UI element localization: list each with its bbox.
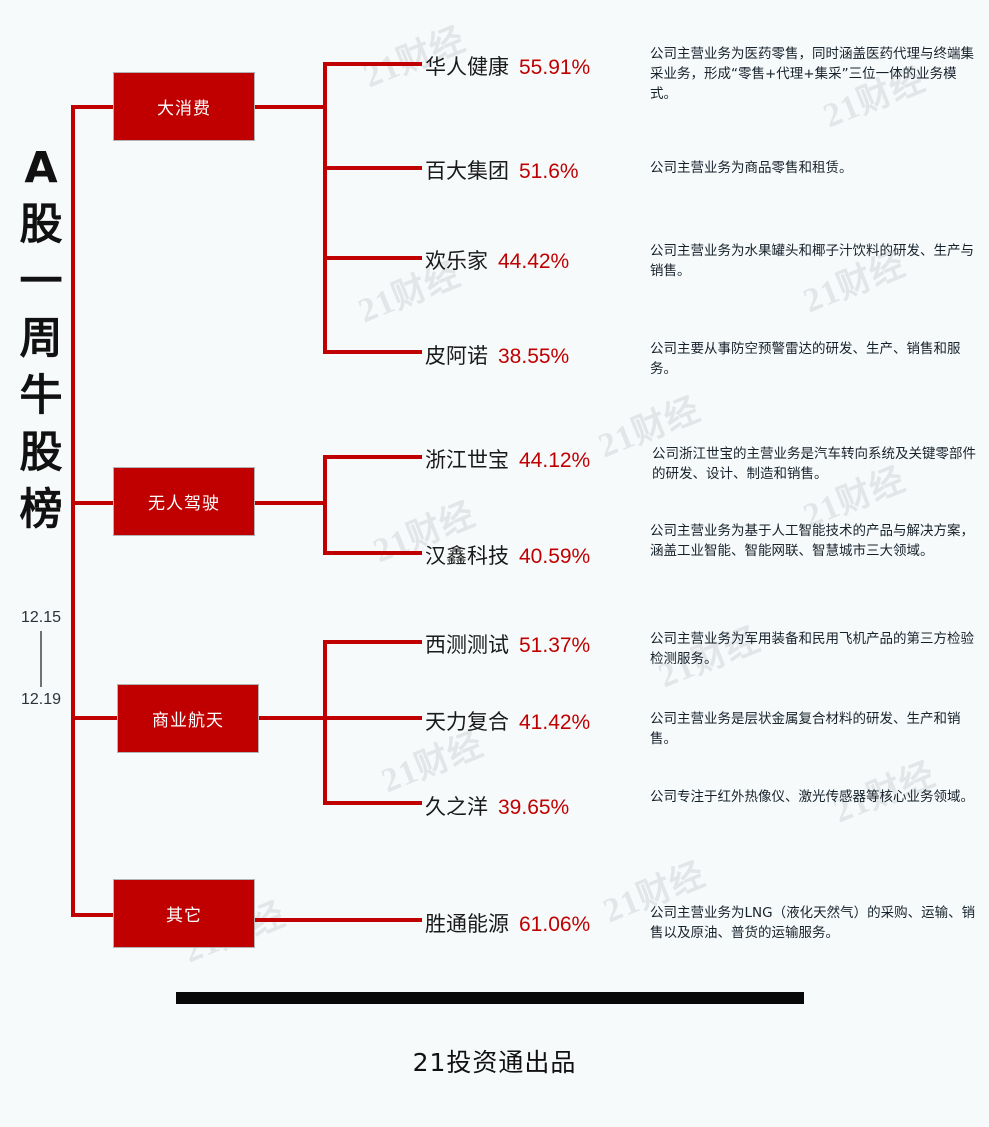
footer-credit: 21投资通出品 bbox=[412, 1048, 577, 1077]
group-connector-0 bbox=[255, 105, 327, 109]
company-pct: 51.6% bbox=[519, 160, 579, 183]
leaf-stem-1-1 bbox=[323, 551, 422, 555]
company-pct: 41.42% bbox=[519, 711, 591, 734]
leaf-desc-1-1: 公司主营业务为基于人工智能技术的产品与解决方案，涵盖工业智能、智能网联、智慧城市… bbox=[650, 523, 974, 559]
leaf-row-3-0[interactable]: 胜通能源 61.06% bbox=[425, 908, 590, 938]
leaf-row-2-0[interactable]: 西测测试 51.37% bbox=[425, 629, 590, 659]
title-char: 周 bbox=[19, 314, 63, 364]
leaf-row-0-1[interactable]: 百大集团 51.6% bbox=[425, 155, 579, 185]
category-box-1[interactable]: 无人驾驶 bbox=[113, 467, 255, 536]
date-range: 12.15 12.19 bbox=[8, 608, 74, 710]
company-pct: 44.12% bbox=[519, 449, 591, 472]
trunk-branch-1 bbox=[71, 105, 115, 109]
company-name: 浙江世宝 bbox=[425, 448, 509, 472]
title-char: 股 bbox=[19, 200, 63, 250]
leaf-row-0-3[interactable]: 皮阿诺 38.55% bbox=[425, 340, 569, 370]
footer-divider bbox=[176, 992, 804, 1004]
company-pct: 61.06% bbox=[519, 913, 591, 936]
category-label: 其它 bbox=[166, 906, 202, 926]
company-pct: 38.55% bbox=[498, 345, 570, 368]
category-label: 商业航天 bbox=[152, 711, 224, 731]
company-name: 皮阿诺 bbox=[425, 344, 488, 368]
date-range-start: 12.15 bbox=[20, 609, 62, 626]
group-spine-1 bbox=[323, 455, 327, 555]
leaf-row-0-0[interactable]: 华人健康 55.91% bbox=[425, 51, 590, 81]
leaf-desc-1-0: 公司浙江世宝的主营业务是汽车转向系统及关键零部件的研发、设计、制造和销售。 bbox=[652, 446, 976, 482]
trunk-branch-3 bbox=[71, 716, 119, 720]
category-box-3[interactable]: 其它 bbox=[113, 879, 255, 948]
group-spine-2 bbox=[323, 640, 327, 805]
leaf-stem-0-1 bbox=[323, 166, 422, 170]
category-label: 大消费 bbox=[157, 99, 211, 119]
date-range-divider bbox=[40, 631, 42, 687]
page-title: A 股 一 周 牛 股 榜 bbox=[8, 140, 74, 539]
leaf-row-2-2[interactable]: 久之洋 39.65% bbox=[425, 791, 569, 821]
leaf-desc-0-0: 公司主营业务为医药零售，同时涵盖医药代理与终端集采业务，形成“零售+代理+集采”… bbox=[650, 46, 974, 102]
company-name: 天力复合 bbox=[425, 710, 509, 734]
company-name: 欢乐家 bbox=[425, 249, 488, 273]
category-box-0[interactable]: 大消费 bbox=[113, 72, 255, 141]
leaf-stem-2-1 bbox=[323, 716, 422, 720]
category-box-2[interactable]: 商业航天 bbox=[117, 684, 259, 753]
leaf-stem-3-0 bbox=[255, 918, 422, 922]
trunk-branch-2 bbox=[71, 501, 115, 505]
leaf-stem-0-3 bbox=[323, 350, 422, 354]
trunk-branch-4 bbox=[71, 913, 115, 917]
trunk-spine bbox=[71, 105, 75, 917]
leaf-row-2-1[interactable]: 天力复合 41.42% bbox=[425, 706, 590, 736]
company-name: 胜通能源 bbox=[425, 912, 509, 936]
company-pct: 40.59% bbox=[519, 545, 591, 568]
leaf-row-1-0[interactable]: 浙江世宝 44.12% bbox=[425, 444, 590, 474]
leaf-stem-1-0 bbox=[323, 455, 422, 459]
title-char: 一 bbox=[19, 257, 63, 307]
leaf-stem-2-0 bbox=[323, 640, 422, 644]
leaf-desc-3-0: 公司主营业务为LNG（液化天然气）的采购、运输、销售以及原油、普货的运输服务。 bbox=[650, 905, 976, 941]
leaf-row-1-1[interactable]: 汉鑫科技 40.59% bbox=[425, 540, 590, 570]
leaf-stem-0-0 bbox=[323, 62, 422, 66]
title-char: 牛 bbox=[19, 371, 63, 421]
leaf-desc-0-3: 公司主要从事防空预警雷达的研发、生产、销售和服务。 bbox=[650, 341, 961, 377]
leaf-desc-2-0: 公司主营业务为军用装备和民用飞机产品的第三方检验检测服务。 bbox=[650, 631, 974, 667]
leaf-row-0-2[interactable]: 欢乐家 44.42% bbox=[425, 245, 569, 275]
leaf-stem-0-2 bbox=[323, 256, 422, 260]
date-range-end: 12.19 bbox=[20, 691, 62, 708]
leaf-desc-2-2: 公司专注于红外热像仪、激光传感器等核心业务领域。 bbox=[650, 789, 974, 805]
category-label: 无人驾驶 bbox=[148, 494, 220, 514]
company-pct: 44.42% bbox=[498, 250, 570, 273]
leaf-desc-2-1: 公司主营业务是层状金属复合材料的研发、生产和销售。 bbox=[650, 711, 961, 747]
leaf-desc-0-2: 公司主营业务为水果罐头和椰子汁饮料的研发、生产与销售。 bbox=[650, 243, 974, 279]
group-connector-2 bbox=[259, 716, 327, 720]
company-pct: 55.91% bbox=[519, 56, 591, 79]
title-char: 股 bbox=[19, 428, 63, 478]
leaf-stem-2-2 bbox=[323, 801, 422, 805]
company-name: 久之洋 bbox=[425, 795, 488, 819]
group-connector-1 bbox=[255, 501, 327, 505]
company-pct: 39.65% bbox=[498, 796, 570, 819]
title-char: A bbox=[24, 143, 58, 193]
company-name: 华人健康 bbox=[425, 55, 509, 79]
group-spine-0 bbox=[323, 62, 327, 354]
company-pct: 51.37% bbox=[519, 634, 591, 657]
company-name: 汉鑫科技 bbox=[425, 544, 509, 568]
company-name: 百大集团 bbox=[425, 159, 509, 183]
title-char: 榜 bbox=[19, 485, 63, 535]
leaf-desc-0-1: 公司主营业务为商品零售和租赁。 bbox=[650, 160, 853, 176]
company-name: 西测测试 bbox=[425, 633, 509, 657]
